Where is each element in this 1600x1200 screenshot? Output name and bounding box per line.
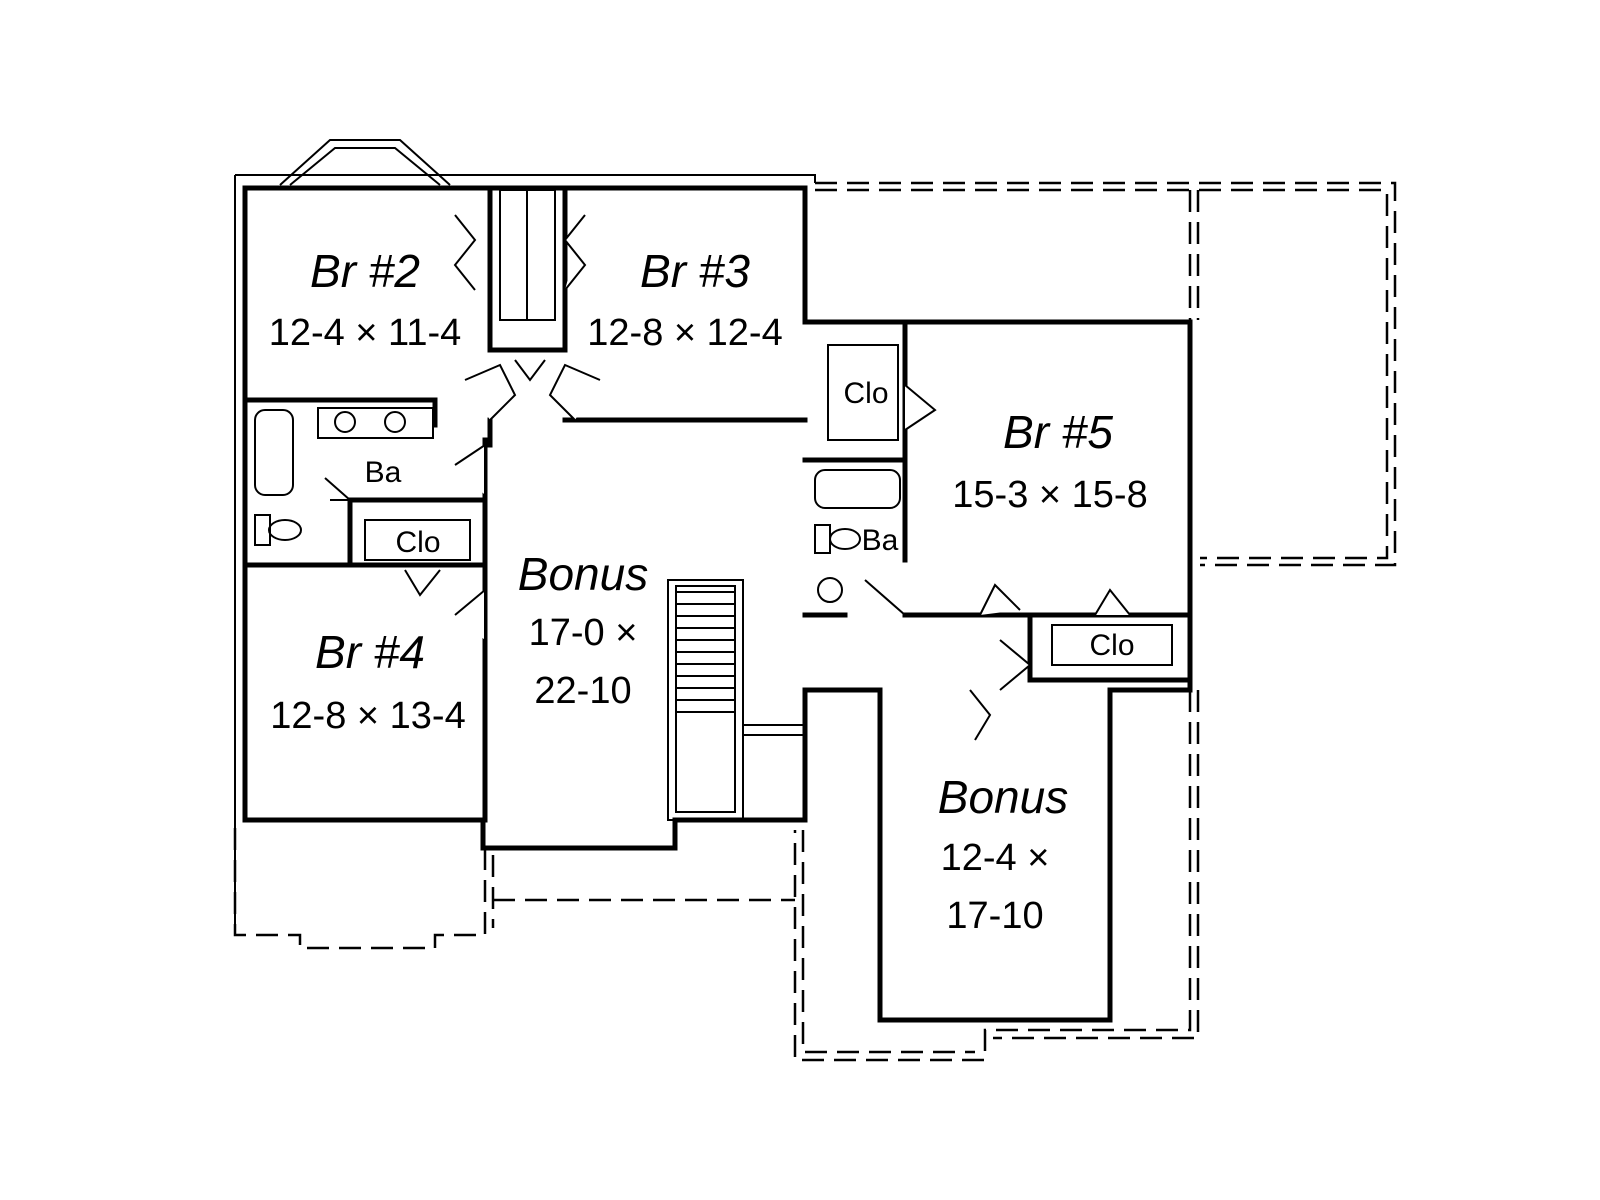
sink-left-2 xyxy=(384,411,406,433)
stair-treads xyxy=(675,585,736,813)
br2-dims: 12-4 × 11-4 xyxy=(269,312,462,354)
br3-name: Br #3 xyxy=(640,245,750,297)
bonus-right-dims-line2: 17-10 xyxy=(946,895,1043,937)
upper-right-deck-outline xyxy=(815,181,1397,567)
closet-br5-top-label: Clo xyxy=(843,377,888,410)
br5-dims: 15-3 × 15-8 xyxy=(952,474,1147,516)
toilet-tank-right xyxy=(814,524,831,554)
door-closet-br5-top xyxy=(904,384,937,431)
wall-closet-br5-bottom xyxy=(1027,612,1193,683)
bathtub-right xyxy=(814,469,901,509)
br5-name: Br #5 xyxy=(1003,406,1113,458)
lower-right-porch-outline-inner xyxy=(993,690,1200,1040)
stair-inner-frame xyxy=(675,585,736,813)
toilet-bowl-right xyxy=(829,528,861,550)
bonus-main-dims-line2: 22-10 xyxy=(534,670,631,712)
closet-left-label: Clo xyxy=(395,526,440,559)
lower-right-porch-outline xyxy=(793,690,1192,1062)
closet-left-frame xyxy=(364,519,471,561)
closet-br5-bottom-label: Clo xyxy=(1089,629,1134,662)
door-bath-right xyxy=(864,579,906,616)
bath-left-label: Ba xyxy=(365,456,402,489)
br4-name: Br #4 xyxy=(315,626,425,678)
upper-right-deck-outline-inner xyxy=(815,188,1389,560)
bathtub-left xyxy=(254,409,294,496)
door-closet-hall xyxy=(514,359,546,382)
lower-right-porch-outline-inner-2 xyxy=(801,830,975,1054)
closet-br5-top-frame xyxy=(827,344,899,441)
door-toilet-left xyxy=(324,477,353,501)
door-br2-closet xyxy=(453,214,477,291)
exterior-walls xyxy=(234,174,1193,1023)
vanity-left xyxy=(317,407,434,439)
wall-br2-bottom xyxy=(242,397,438,428)
wall-br2-br3-closets xyxy=(487,185,568,353)
sink-left-1 xyxy=(334,411,356,433)
bay-left-outline xyxy=(233,820,487,950)
doors xyxy=(324,214,1131,741)
toilet-bowl-left xyxy=(268,519,302,541)
bay-top-outline xyxy=(279,139,451,186)
outer-wall-top xyxy=(235,174,816,183)
door-bonus-right-side xyxy=(999,639,1032,691)
porch-outlines xyxy=(233,139,1397,1062)
door-br3 xyxy=(548,363,601,421)
door-bonus-right xyxy=(969,689,992,741)
door-br2 xyxy=(464,363,517,421)
room-labels: Br #2 12-4 × 11-4 Br #3 12-8 × 12-4 Br #… xyxy=(269,245,1148,937)
bay-top-outline-inner xyxy=(289,147,441,186)
toilet-tank-left xyxy=(254,514,271,546)
wall-bath-right-top xyxy=(802,457,908,563)
door-closet-br5-bottom xyxy=(1094,588,1131,616)
wall-left-bottom xyxy=(242,185,808,851)
door-closet-left xyxy=(404,569,441,597)
br4-dims: 12-8 × 13-4 xyxy=(270,695,465,737)
bonus-main-name: Bonus xyxy=(518,548,648,600)
wall-right-block xyxy=(802,319,1193,1023)
bonus-right-name: Bonus xyxy=(938,771,1068,823)
staircase xyxy=(667,579,744,821)
door-br5 xyxy=(979,583,1021,616)
br3-dims: 12-8 × 12-4 xyxy=(587,312,782,354)
br2-name: Br #2 xyxy=(310,245,420,297)
sink-right xyxy=(817,577,843,603)
bonus-main-dims-line1: 17-0 × xyxy=(529,612,638,654)
door-br4 xyxy=(454,587,486,640)
door-bath-left xyxy=(454,443,486,495)
bath-right-label: Ba xyxy=(862,524,899,557)
wall-top-main xyxy=(242,185,808,325)
bonus-right-dims-line1: 12-4 × xyxy=(941,837,1050,879)
door-br3-closet xyxy=(563,214,587,291)
interior-walls xyxy=(242,185,1193,823)
fixtures xyxy=(254,189,1173,821)
closet-br5-bottom-frame xyxy=(1051,624,1173,666)
